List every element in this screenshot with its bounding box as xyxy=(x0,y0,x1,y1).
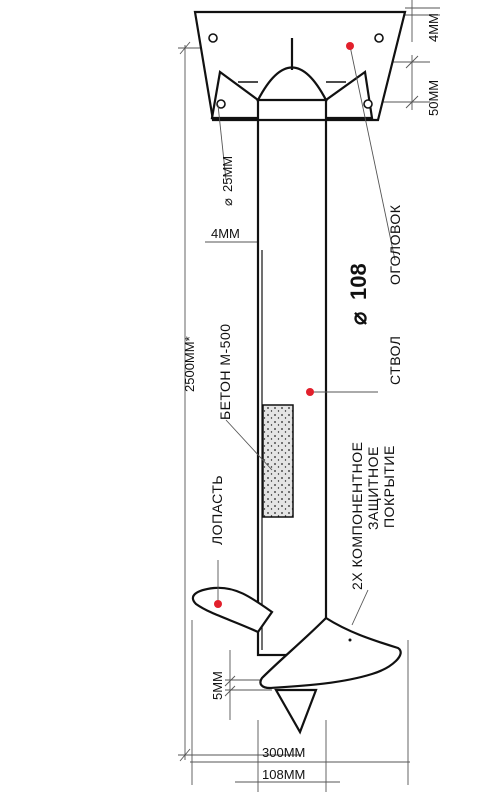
shaft-width-dim: 108ММ xyxy=(262,767,305,782)
concrete-fill xyxy=(262,404,294,518)
hole-diameter-dim: 25ММ xyxy=(220,156,235,192)
head-assembly xyxy=(193,10,407,122)
blade-marker xyxy=(214,600,222,608)
leader-lines xyxy=(214,42,396,626)
mount-hole xyxy=(374,33,384,43)
head-label: ОГОЛОВОК xyxy=(387,204,403,285)
coating-label-line2: ЗАЩИТНОЕ xyxy=(365,446,381,530)
pile-length-dim: 2500ММ* xyxy=(182,336,197,392)
plate-thickness-dim: 4ММ xyxy=(426,13,441,42)
mount-hole xyxy=(208,33,218,43)
rib-height-dim: 50ММ xyxy=(426,80,441,116)
shaft xyxy=(256,83,328,657)
coating-label-line1: 2Х КОМПОНЕНТНОЕ xyxy=(349,442,365,590)
head-marker xyxy=(346,42,354,50)
blade-assembly xyxy=(191,586,402,735)
wall-thickness-dim: 4ММ xyxy=(211,226,240,241)
text-labels: ОГОЛОВОК СТВОЛ ЛОПАСТЬ БЕТОН М-500 2Х КО… xyxy=(182,13,441,782)
blade-diameter-dim: 300ММ xyxy=(262,745,305,760)
blade-thickness-dim: 5ММ xyxy=(210,671,225,700)
shaft-marker xyxy=(306,388,314,396)
blade-label: ЛОПАСТЬ xyxy=(209,475,225,545)
mount-hole xyxy=(216,99,226,109)
concrete-label: БЕТОН М-500 xyxy=(217,323,233,420)
shaft-label: СТВОЛ xyxy=(387,336,403,386)
coating-label-line3: ПОКРЫТИЕ xyxy=(381,445,397,528)
mount-hole xyxy=(363,99,373,109)
hole-diameter-symbol: ⌀ xyxy=(220,198,235,206)
pipe-diameter-symbol: ⌀ xyxy=(346,311,371,325)
pipe-diameter-value: 108 xyxy=(346,263,371,300)
